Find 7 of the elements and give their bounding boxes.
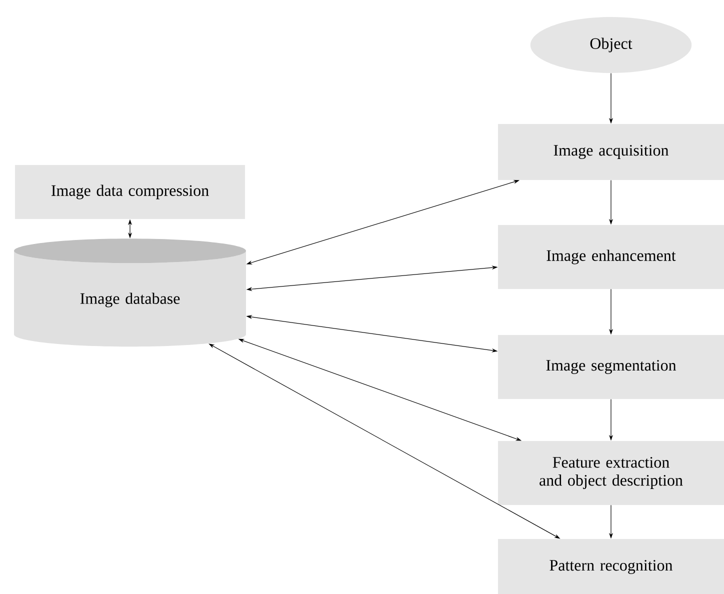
process-box: Image data compression bbox=[15, 165, 245, 219]
process-box: Pattern recognition bbox=[498, 538, 724, 594]
process-box: Image enhancement bbox=[498, 224, 724, 289]
process-box: Feature extraction and object description bbox=[498, 441, 724, 505]
database-cylinder: Image database bbox=[14, 238, 246, 347]
process-box: Image segmentation bbox=[498, 335, 724, 399]
process-box: Image acquisition bbox=[498, 124, 724, 180]
